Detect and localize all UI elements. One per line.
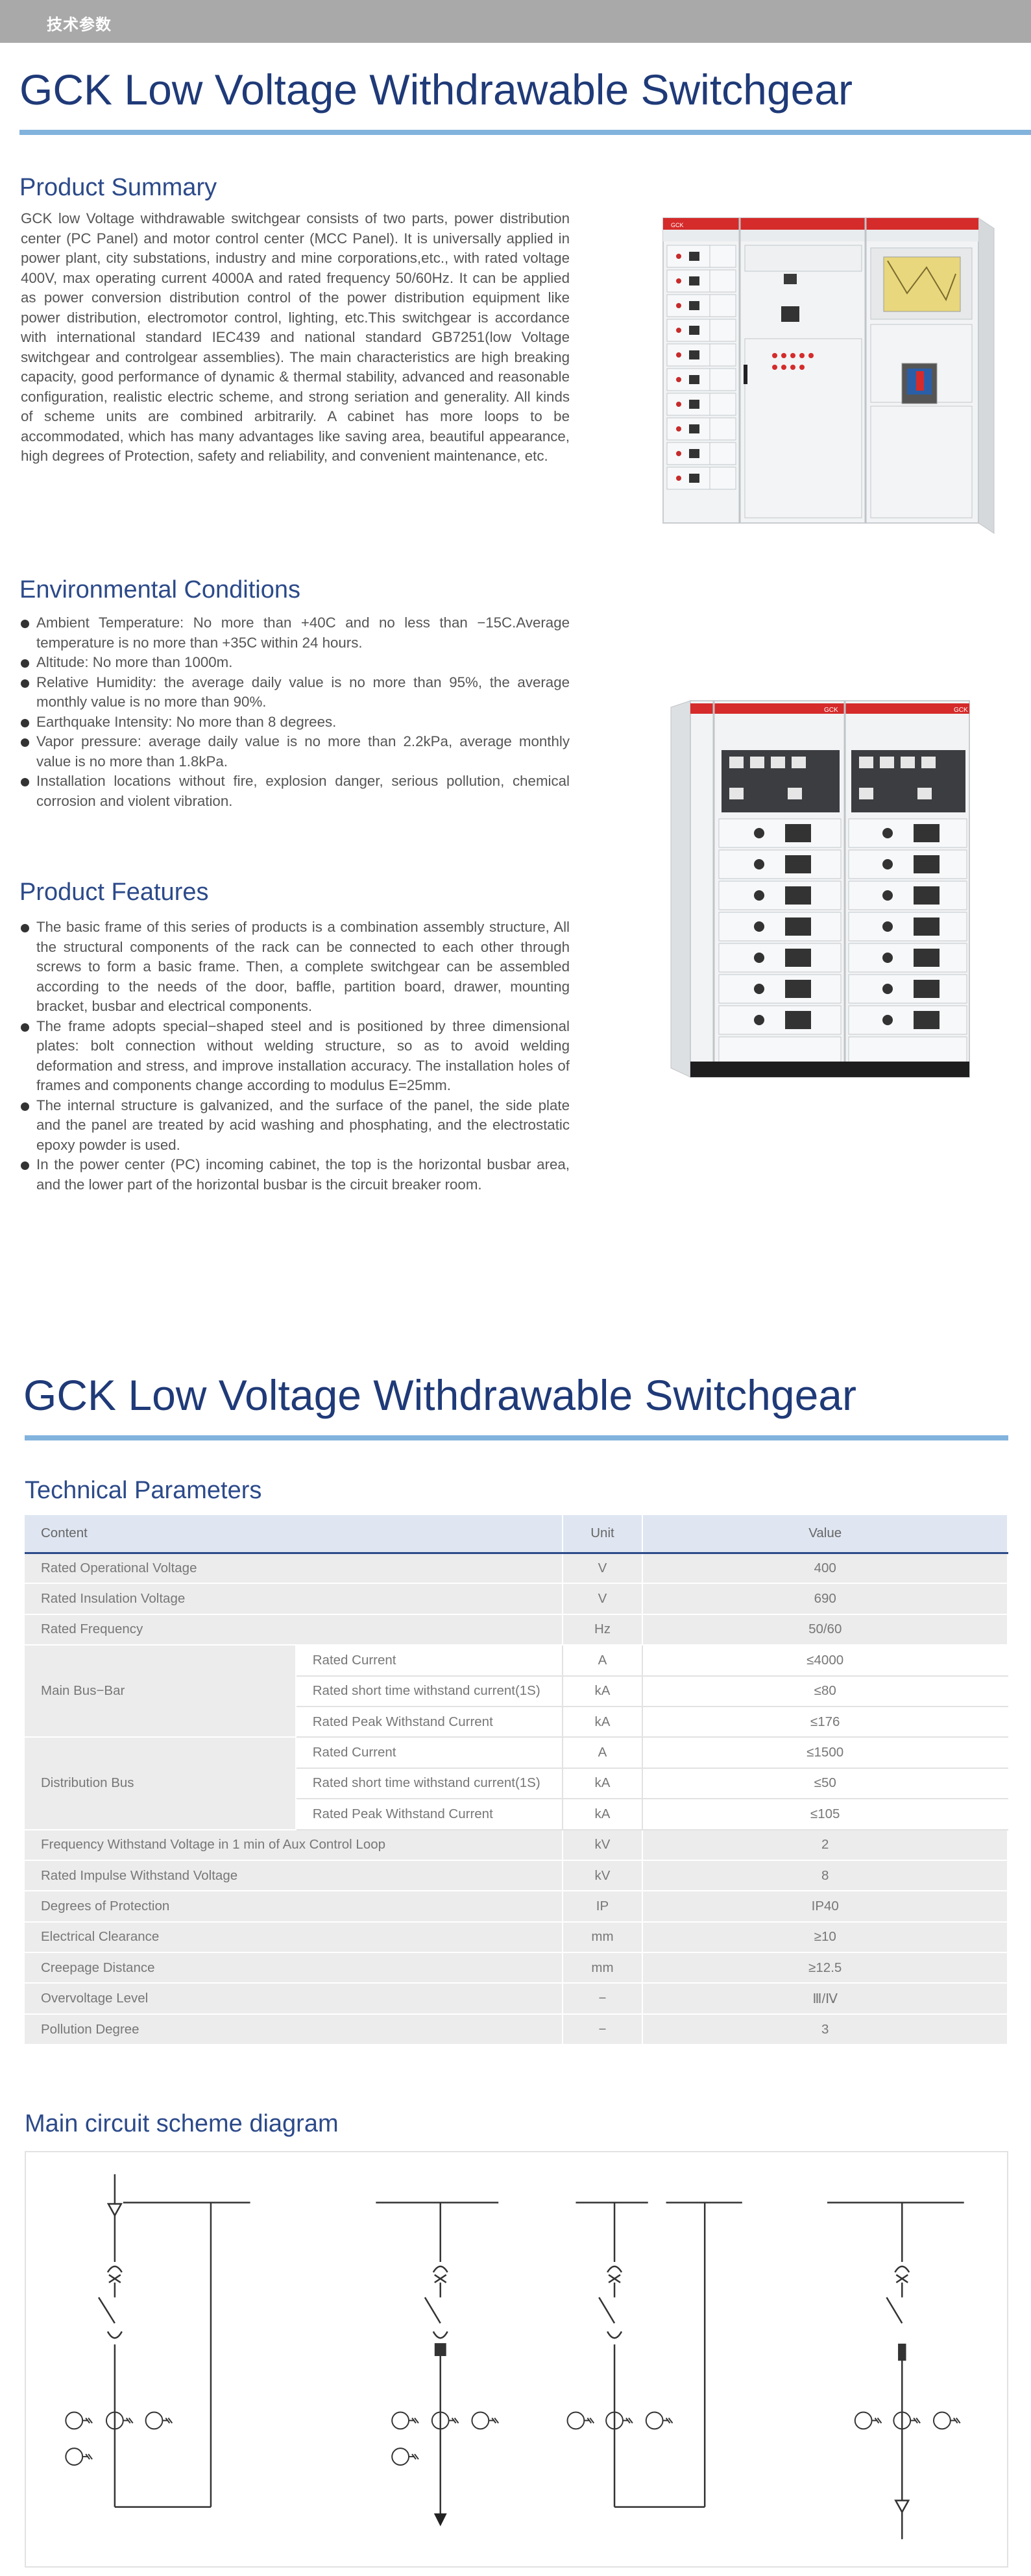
table-row: Pollution Degree − 3: [25, 2013, 1008, 2046]
summary-text: GCK low Voltage withdrawable switchgear …: [21, 210, 570, 464]
photo2-brand-right: GCK: [954, 707, 968, 714]
diagram-heading: Main circuit scheme diagram: [25, 2110, 339, 2137]
table-header-row: Content Unit Value: [25, 1515, 1008, 1554]
table-row: Creepage Distance mm ≥12.5: [25, 1952, 1008, 1984]
switchgear-photo-mcc: GCK GCK: [670, 700, 970, 1078]
bullet-icon: [21, 1102, 29, 1111]
top-header-bar: 技术参数: [0, 0, 1031, 43]
header-label: 技术参数: [47, 16, 112, 34]
environment-heading: Environmental Conditions: [19, 576, 301, 603]
header-value: Value: [642, 1515, 1008, 1554]
table-row: Rated Frequency Hz 50/60: [25, 1614, 1008, 1646]
features-heading: Product Features: [19, 879, 209, 906]
section2-title: GCK Low Voltage Withdrawable Switchgear: [23, 1371, 856, 1419]
photo1-brand-label: GCK: [671, 222, 684, 228]
list-item: Installation locations without fire, exp…: [21, 772, 570, 811]
table-row: Rated Insulation Voltage V 690: [25, 1583, 1008, 1615]
summary-heading: Product Summary: [19, 174, 217, 201]
list-item: In the power center (PC) incoming cabine…: [21, 1155, 570, 1195]
list-item: The basic frame of this series of produc…: [21, 917, 570, 1017]
table-row: Electrical Clearance mm ≥10: [25, 1921, 1008, 1954]
list-item: Ambient Temperature: No more than +40C a…: [21, 613, 570, 653]
table-row: Rated Peak Withstand Current kA ≤105: [25, 1799, 1008, 1830]
params-heading: Technical Parameters: [25, 1477, 262, 1504]
table-row: Rated Operational Voltage V 400: [25, 1553, 1008, 1585]
parameters-table: Content Unit Value Rated Operational Vol…: [25, 1515, 1008, 2046]
table-row: Rated short time withstand current(1S) k…: [25, 1768, 1008, 1800]
table-row: Frequency Withstand Voltage in 1 min of …: [25, 1829, 1008, 1861]
bullet-icon: [21, 620, 29, 628]
title-divider: [19, 130, 1031, 135]
bullet-icon: [21, 778, 29, 786]
features-list: The basic frame of this series of produc…: [21, 917, 570, 1195]
circuit-scheme-diagram: [25, 2151, 1008, 2568]
list-item: The frame adopts special−shaped steel an…: [21, 1017, 570, 1096]
bullet-icon: [21, 738, 29, 747]
list-item: Earthquake Intensity: No more than 8 deg…: [21, 712, 570, 733]
photo2-brand-left: GCK: [824, 707, 838, 714]
table-row: Rated Impulse Withstand Voltage kV 8: [25, 1860, 1008, 1892]
bullet-icon: [21, 718, 29, 727]
header-unit: Unit: [562, 1515, 644, 1554]
table-row: Overvoltage Level − Ⅲ/Ⅳ: [25, 1983, 1008, 2015]
bullet-icon: [21, 659, 29, 668]
table-row: Distribution Bus Rated Current A ≤1500: [25, 1737, 1008, 1830]
table-row: Rated Peak Withstand Current kA ≤176: [25, 1706, 1008, 1738]
group-label: Main Bus−Bar: [25, 1645, 297, 1738]
environment-list: Ambient Temperature: No more than +40C a…: [21, 613, 570, 811]
page-title: GCK Low Voltage Withdrawable Switchgear: [19, 66, 853, 114]
list-item: Altitude: No more than 1000m.: [21, 653, 570, 673]
bullet-icon: [21, 1161, 29, 1170]
bullet-icon: [21, 1023, 29, 1032]
table-row: Degrees of Protection IP IP40: [25, 1891, 1008, 1923]
bullet-icon: [21, 924, 29, 932]
table-row: Main Bus−Bar Rated Current A ≤4000: [25, 1645, 1008, 1738]
table-row: Rated short time withstand current(1S) k…: [25, 1675, 1008, 1707]
bullet-icon: [21, 679, 29, 688]
list-item: Vapor pressure: average daily value is n…: [21, 732, 570, 772]
group-label: Distribution Bus: [25, 1737, 297, 1830]
section2-divider: [25, 1435, 1008, 1440]
list-item: The internal structure is galvanized, an…: [21, 1096, 570, 1156]
header-content: Content: [25, 1515, 563, 1554]
list-item: Relative Humidity: the average daily val…: [21, 673, 570, 712]
switchgear-photo-front: GCK: [662, 217, 995, 534]
